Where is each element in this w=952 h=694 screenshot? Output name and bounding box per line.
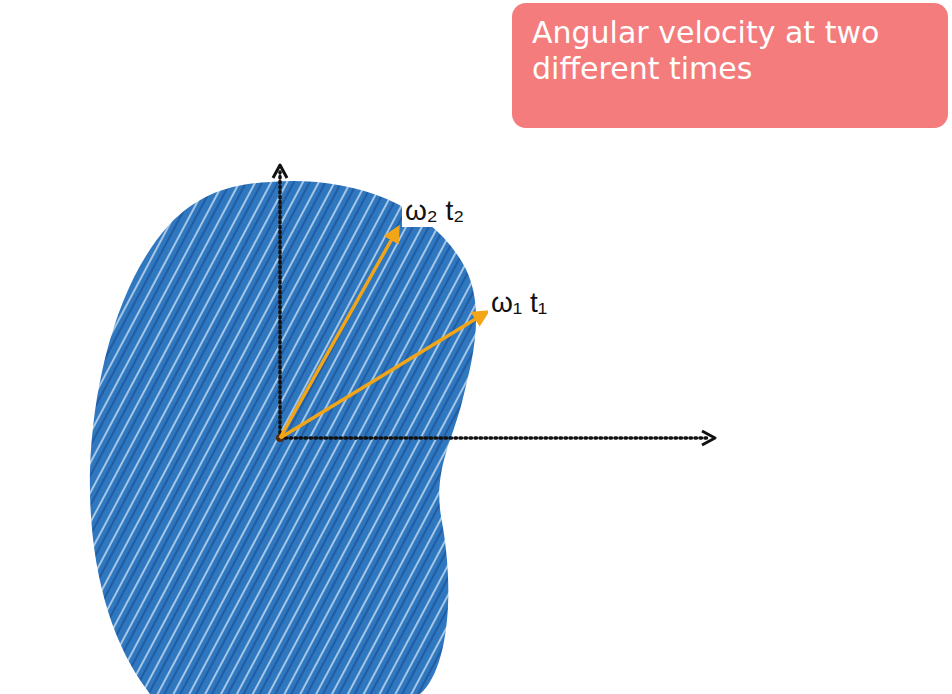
angular-velocity-arrow	[280, 228, 398, 438]
angular-velocity-arrow	[280, 312, 487, 438]
vector-label: ω₂ t₂	[402, 196, 467, 227]
vector-label: ω₁ t₁	[488, 288, 550, 319]
y-axis	[273, 165, 287, 438]
callout-box: Angular velocity at two different times	[512, 3, 948, 128]
callout-text: Angular velocity at two different times	[532, 15, 928, 87]
x-axis	[280, 431, 715, 445]
